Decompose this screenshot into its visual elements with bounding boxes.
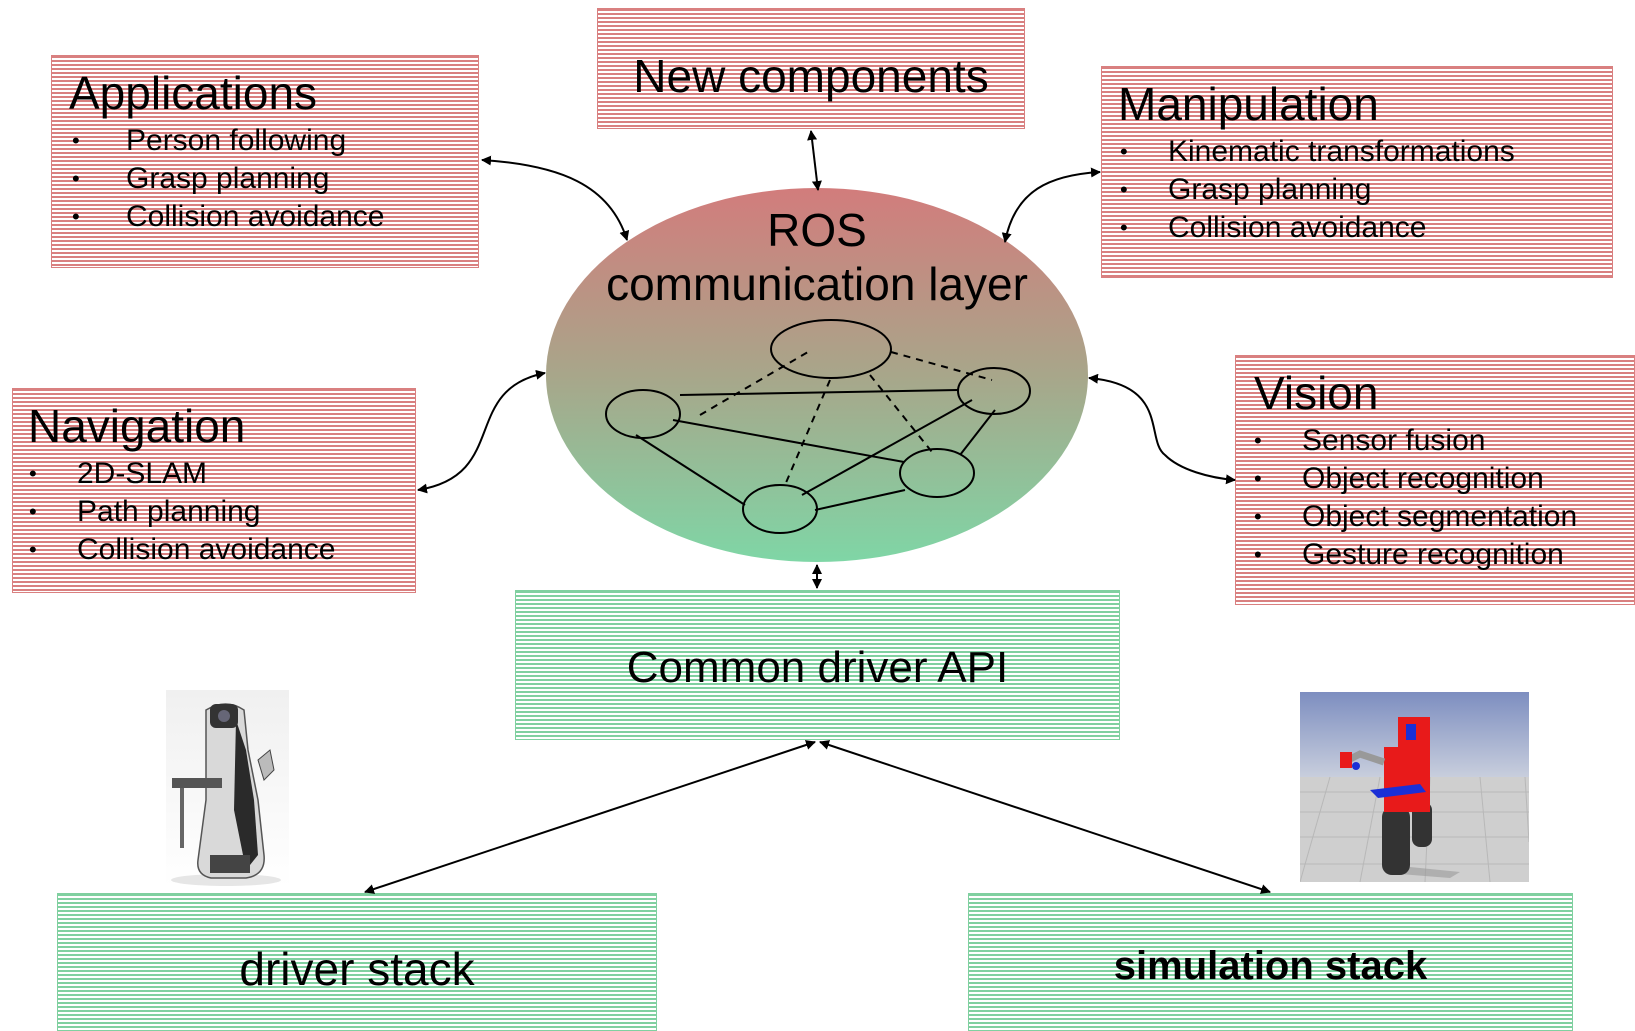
list-item: •Collision avoidance (72, 200, 385, 233)
arrow-newcomponents-ros (807, 130, 822, 191)
network-graph (635, 351, 996, 511)
driver-stack-box: driver stack (57, 893, 657, 1031)
network-node (957, 367, 1031, 415)
list-item: •Gesture recognition (1254, 538, 1564, 571)
connection-arrows (364, 130, 1271, 894)
vision-box: Vision •Sensor fusion •Object recognitio… (1235, 355, 1635, 605)
vision-list: •Sensor fusion •Object recognition •Obje… (1254, 422, 1577, 574)
manipulation-list: •Kinematic transformations •Grasp planni… (1120, 133, 1515, 247)
network-node (605, 389, 681, 439)
list-item: •Sensor fusion (1254, 424, 1486, 457)
ros-title: ROS (767, 204, 867, 256)
ros-subtitle: communication layer (606, 258, 1028, 310)
simulation-stack-box: simulation stack (968, 893, 1573, 1031)
list-item: •Grasp planning (72, 162, 330, 195)
navigation-list: •2D-SLAM •Path planning •Collision avoid… (29, 455, 336, 569)
simulation-photo (1300, 692, 1529, 882)
manipulation-box: Manipulation •Kinematic transformations … (1101, 66, 1613, 278)
new-components-box: New components (597, 8, 1025, 129)
list-item: •2D-SLAM (29, 457, 208, 490)
list-item: •Grasp planning (1120, 173, 1372, 206)
arrow-driver-api (364, 740, 816, 894)
applications-list: •Person following •Grasp planning •Colli… (72, 122, 385, 236)
arrow-applications-ros (481, 155, 630, 241)
list-item: •Collision avoidance (29, 533, 336, 566)
robot-illustration (171, 703, 281, 886)
arrow-navigation-ros (417, 369, 546, 494)
list-item: •Object recognition (1254, 462, 1544, 495)
vision-title: Vision (1254, 367, 1379, 419)
common-driver-api-box: Common driver API (515, 590, 1120, 740)
network-nodes (605, 319, 1031, 534)
driver-stack-title: driver stack (239, 943, 475, 995)
applications-title: Applications (69, 67, 318, 119)
list-item: •Person following (72, 124, 347, 157)
arrow-manipulation-ros (1001, 167, 1101, 243)
manipulation-title: Manipulation (1118, 78, 1379, 130)
common-driver-api-title: Common driver API (626, 643, 1009, 692)
network-node (899, 448, 975, 498)
list-item: •Kinematic transformations (1120, 135, 1515, 168)
simulation-stack-title: simulation stack (1113, 944, 1428, 988)
navigation-box: Navigation •2D-SLAM •Path planning •Coll… (12, 388, 416, 593)
applications-box: Applications •Person following •Grasp pl… (51, 55, 479, 268)
network-node (742, 484, 818, 534)
new-components-title: New components (633, 50, 989, 102)
list-item: •Collision avoidance (1120, 211, 1427, 244)
arrow-simulation-api (819, 740, 1271, 894)
simulation-illustration (1300, 692, 1529, 882)
ros-ellipse (546, 188, 1088, 562)
list-item: •Path planning (29, 495, 261, 528)
robot-photo (166, 690, 289, 887)
arrow-vision-ros (1088, 373, 1236, 485)
navigation-title: Navigation (28, 400, 246, 452)
network-node (770, 319, 892, 379)
list-item: •Object segmentation (1254, 500, 1578, 533)
ros-label: ROS communication layer (546, 203, 1088, 311)
